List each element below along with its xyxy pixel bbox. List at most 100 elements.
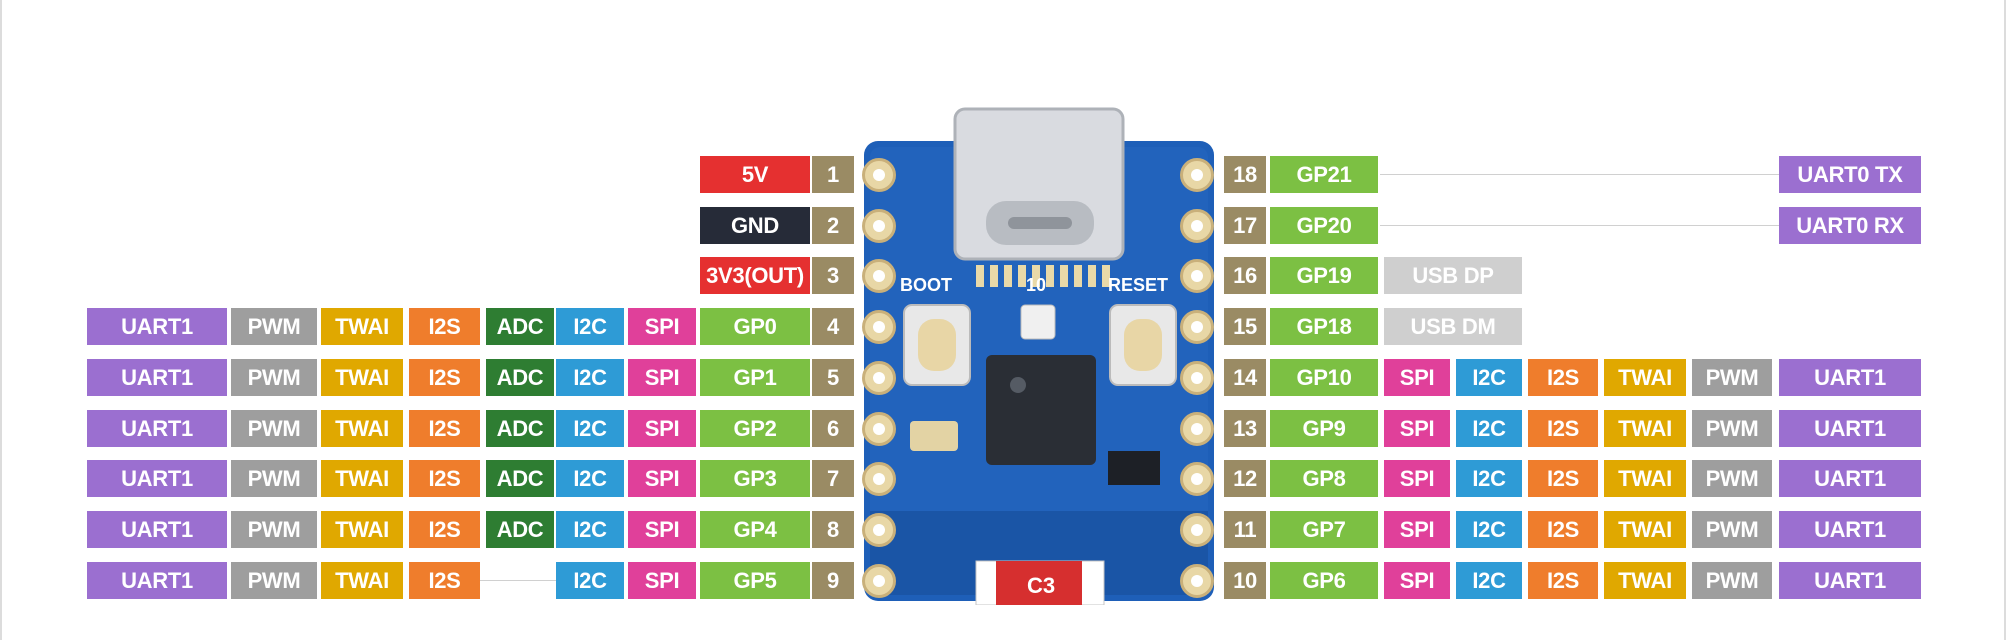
func-pwm-gp10: PWM [1692,359,1772,396]
func-twai-gp7: TWAI [1604,511,1686,548]
func-uart1-gp5: UART1 [87,562,227,599]
board-pad-10 [1180,564,1214,598]
pin-label-gp10: GP10 [1270,359,1378,396]
func-spi-gp6: SPI [1384,562,1450,599]
frame-left-edge [0,0,2,640]
func-usb-dp: USB DP [1384,257,1522,294]
func-i2c-gp8: I2C [1456,460,1522,497]
connector-line-gp21 [1380,174,1779,175]
board-pad-13 [1180,412,1214,446]
pin-label-gp20: GP20 [1270,207,1378,244]
pin-number-5: 5 [812,359,854,396]
pin-number-17: 17 [1224,207,1266,244]
pin-number-18: 18 [1224,156,1266,193]
pin-label-gp5: GP5 [700,562,810,599]
pin-label-5v: 5V [700,156,810,193]
func-i2c-gp1: I2C [556,359,624,396]
board-pad-12 [1180,462,1214,496]
func-pwm-gp0: PWM [231,308,317,345]
pin-label-gp9: GP9 [1270,410,1378,447]
pin-label-gp0: GP0 [700,308,810,345]
func-uart1-gp4: UART1 [87,511,227,548]
board-pad-1 [862,158,896,192]
func-spi-gp1: SPI [628,359,696,396]
func-uart1-gp3: UART1 [87,460,227,497]
esp32-c3-chip [986,355,1096,465]
func-usb-dm: USB DM [1384,308,1522,345]
board-pad-7 [862,462,896,496]
board-pad-18 [1180,158,1214,192]
func-twai-gp4: TWAI [321,511,403,548]
voltage-regulator [1108,451,1160,485]
func-twai-gp10: TWAI [1604,359,1686,396]
func-uart1-gp7: UART1 [1779,511,1921,548]
pin-number-8: 8 [812,511,854,548]
rgb-led [1020,304,1056,340]
func-i2s-gp3: I2S [409,460,480,497]
connector-line-gp5 [480,580,556,581]
pin-number-16: 16 [1224,257,1266,294]
func-uart1-gp1: UART1 [87,359,227,396]
func-i2s-gp7: I2S [1528,511,1598,548]
func-twai-gp6: TWAI [1604,562,1686,599]
func-i2c-gp3: I2C [556,460,624,497]
board-pad-8 [862,513,896,547]
pin-number-3: 3 [812,257,854,294]
pin-label-gp21: GP21 [1270,156,1378,193]
func-i2s-gp5: I2S [409,562,480,599]
pin-number-2: 2 [812,207,854,244]
func-uart1-gp9: UART1 [1779,410,1921,447]
func-spi-gp8: SPI [1384,460,1450,497]
func-pwm-gp3: PWM [231,460,317,497]
board-pad-2 [862,209,896,243]
pin-number-11: 11 [1224,511,1266,548]
func-i2s-gp2: I2S [409,410,480,447]
pin-label-gp18: GP18 [1270,308,1378,345]
board-pad-17 [1180,209,1214,243]
func-spi-gp3: SPI [628,460,696,497]
connector-line-gp20 [1380,225,1779,226]
pin-number-12: 12 [1224,460,1266,497]
board-pad-4 [862,310,896,344]
func-adc-gp2: ADC [486,410,554,447]
func-i2s-gp6: I2S [1528,562,1598,599]
func-i2c-gp9: I2C [1456,410,1522,447]
func-spi-gp0: SPI [628,308,696,345]
func-adc-gp4: ADC [486,511,554,548]
pin-label-gp7: GP7 [1270,511,1378,548]
func-uart1-gp6: UART1 [1779,562,1921,599]
func-pwm-gp1: PWM [231,359,317,396]
func-adc-gp1: ADC [486,359,554,396]
pin-label-gnd: GND [700,207,810,244]
antenna-chip-label: C3 [1027,573,1055,598]
pin-label-gp1: GP1 [700,359,810,396]
func-spi-gp4: SPI [628,511,696,548]
func-uart1-gp8: UART1 [1779,460,1921,497]
func-uart0-rx: UART0 RX [1779,207,1921,244]
pin-number-15: 15 [1224,308,1266,345]
pin-number-10: 10 [1224,562,1266,599]
func-twai-gp1: TWAI [321,359,403,396]
crystal [910,421,958,451]
func-twai-gp3: TWAI [321,460,403,497]
esp32-c3-board: BOOT 10 RESET C3 [864,107,1214,605]
board-pad-14 [1180,361,1214,395]
board-pad-16 [1180,259,1214,293]
pin-number-7: 7 [812,460,854,497]
usb-pads [976,265,1110,287]
func-i2c-gp0: I2C [556,308,624,345]
pin-label-gp3: GP3 [700,460,810,497]
func-spi-gp10: SPI [1384,359,1450,396]
board-pad-5 [862,361,896,395]
func-uart1-gp10: UART1 [1779,359,1921,396]
func-pwm-gp4: PWM [231,511,317,548]
func-i2s-gp4: I2S [409,511,480,548]
pin-label-3v3-out: 3V3(OUT) [700,257,810,294]
func-pwm-gp5: PWM [231,562,317,599]
pin-label-gp8: GP8 [1270,460,1378,497]
func-pwm-gp7: PWM [1692,511,1772,548]
func-i2c-gp10: I2C [1456,359,1522,396]
reset-silkscreen: RESET [1108,275,1168,295]
pin-number-13: 13 [1224,410,1266,447]
func-pwm-gp8: PWM [1692,460,1772,497]
